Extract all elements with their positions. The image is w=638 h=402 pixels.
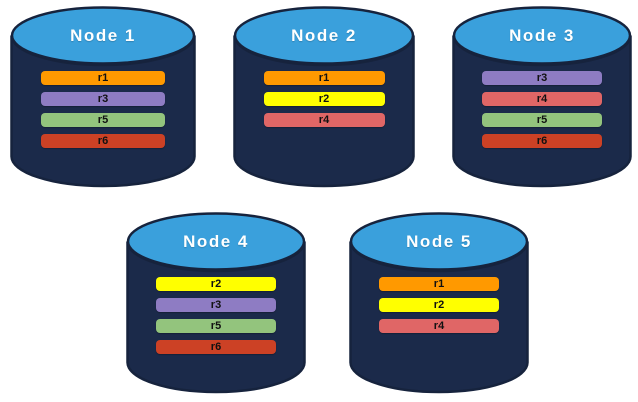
replica-list: r3 r4 r5 r6	[452, 71, 632, 148]
cylinder-top-cap	[233, 6, 415, 65]
replica-bar[interactable]: r1	[41, 71, 165, 85]
replica-label: r6	[210, 341, 222, 353]
replica-bar[interactable]: r5	[41, 113, 165, 127]
replica-bar[interactable]: r1	[263, 71, 385, 85]
replica-label: r6	[97, 135, 109, 147]
replica-label: r1	[97, 72, 109, 84]
replica-bar[interactable]: r2	[263, 92, 385, 106]
replica-label: r3	[97, 93, 109, 105]
replica-label: r1	[433, 278, 445, 290]
replica-bar[interactable]: r6	[156, 340, 276, 354]
replica-label: r4	[536, 93, 548, 105]
cylinder-top-cap	[452, 6, 632, 65]
replica-list: r1 r2 r4	[349, 277, 529, 333]
replica-list: r1 r2 r4	[233, 71, 415, 127]
replica-bar[interactable]: r4	[482, 92, 602, 106]
replica-label: r2	[433, 299, 445, 311]
replica-label: r4	[318, 114, 330, 126]
replica-bar[interactable]: r4	[263, 113, 385, 127]
replica-label: r5	[536, 114, 548, 126]
replica-list: r2 r3 r5 r6	[126, 277, 306, 354]
replica-bar[interactable]: r5	[482, 113, 602, 127]
replica-bar[interactable]: r2	[156, 277, 276, 291]
replica-label: r1	[318, 72, 330, 84]
replica-label: r2	[210, 278, 222, 290]
replica-list: r1 r3 r5 r6	[10, 71, 196, 148]
replica-label: r5	[97, 114, 109, 126]
replica-bar[interactable]: r1	[379, 277, 499, 291]
replica-bar[interactable]: r3	[482, 71, 602, 85]
replica-bar[interactable]: r3	[41, 92, 165, 106]
replica-bar[interactable]: r2	[379, 298, 499, 312]
replica-label: r4	[433, 320, 445, 332]
replica-bar[interactable]: r6	[482, 134, 602, 148]
replica-label: r5	[210, 320, 222, 332]
replica-bar[interactable]: r4	[379, 319, 499, 333]
replica-label: r6	[536, 135, 548, 147]
replica-label: r3	[536, 72, 548, 84]
replica-label: r3	[210, 299, 222, 311]
cylinder-top-cap	[349, 212, 529, 271]
replica-bar[interactable]: r3	[156, 298, 276, 312]
replica-bar[interactable]: r5	[156, 319, 276, 333]
replica-label: r2	[318, 93, 330, 105]
cylinder-top-cap	[10, 6, 196, 65]
replica-bar[interactable]: r6	[41, 134, 165, 148]
cylinder-top-cap	[126, 212, 306, 271]
